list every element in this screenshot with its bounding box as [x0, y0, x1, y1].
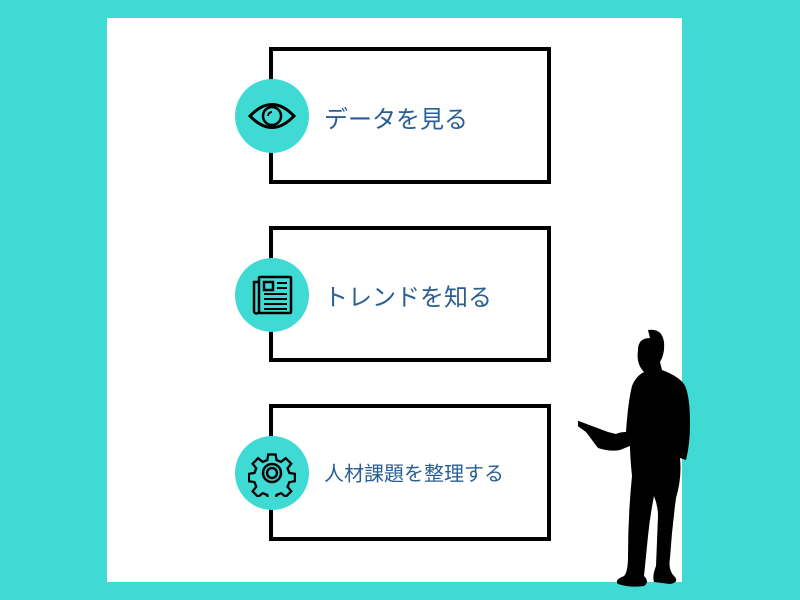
businessman-silhouette	[578, 329, 690, 587]
card-organize-hr-issues	[269, 404, 551, 541]
card-label: データを見る	[324, 105, 468, 134]
gear-icon	[235, 436, 309, 510]
newspaper-icon	[235, 258, 309, 332]
card-know-trends	[269, 226, 551, 362]
card-label: トレンドを知る	[324, 283, 492, 312]
card-view-data	[269, 47, 551, 184]
eye-icon	[235, 79, 309, 153]
card-label: 人材課題を整理する	[324, 461, 504, 486]
